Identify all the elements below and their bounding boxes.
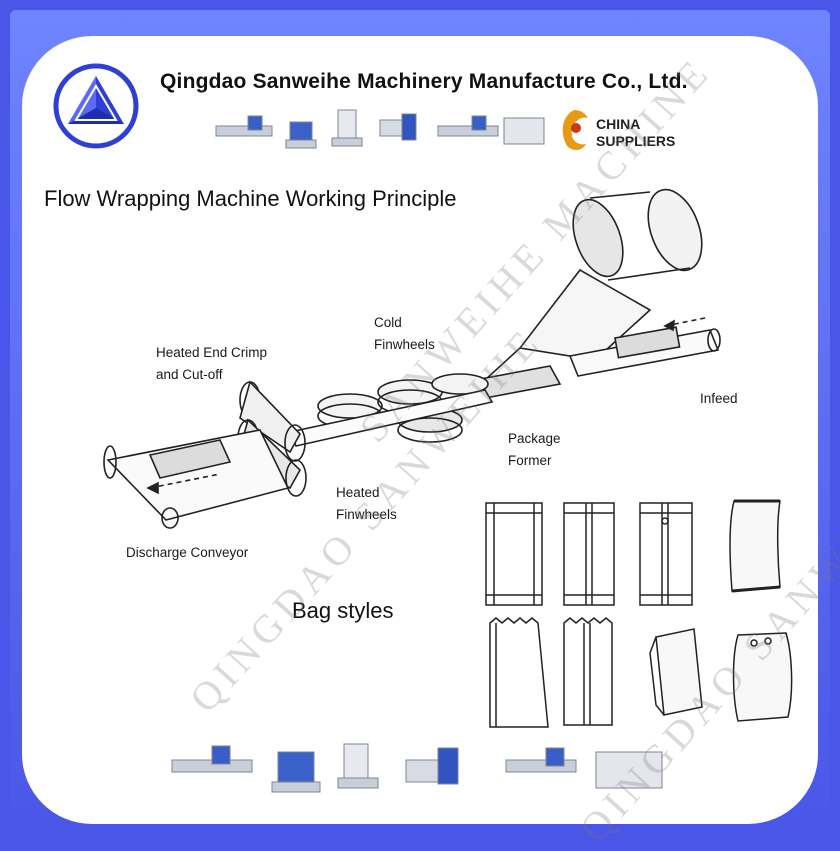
label-cold-finwheels: Cold Finwheels — [374, 315, 435, 352]
badge-line-1: CHINA — [596, 116, 641, 132]
machine-photos-top — [215, 109, 545, 149]
bag-styles-illustration — [485, 499, 793, 728]
badge-line-2: SUPPLIERS — [596, 133, 676, 149]
machine-photos-bottom — [171, 743, 663, 793]
china-suppliers-badge: CHINA SUPPLIERS — [596, 116, 675, 150]
company-name: Qingdao Sanweihe Machinery Manufacture C… — [160, 70, 688, 93]
label-heated-finwheels: Heated Finwheels — [336, 485, 397, 522]
label-discharge-conveyor: Discharge Conveyor — [126, 545, 249, 560]
label-package-former: Package Former — [508, 431, 561, 468]
diagram-title: Flow Wrapping Machine Working Principle — [44, 186, 457, 211]
flow-wrapper-diagram — [103, 188, 721, 529]
label-infeed: Infeed — [700, 391, 738, 406]
bag-styles-label: Bag styles — [292, 598, 394, 623]
china-suppliers-logo — [562, 110, 588, 150]
company-logo — [53, 63, 139, 149]
label-heated-end-crimp: Heated End Crimp and Cut-off — [156, 345, 268, 382]
